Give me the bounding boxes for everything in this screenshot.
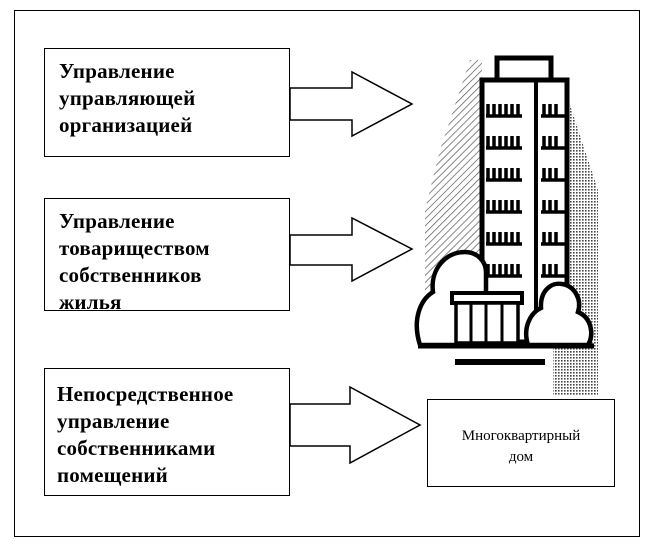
- diagram-frame: [14, 10, 640, 537]
- arrow-3: [289, 385, 422, 465]
- management-form-box-1: Управление управляющей организацией: [44, 48, 290, 157]
- apartment-building-icon: [414, 55, 598, 395]
- arrow-1: [289, 70, 414, 138]
- apartment-building-label-box: Многоквартирный дом: [427, 399, 615, 487]
- management-form-label-1: Управление управляющей организацией: [59, 59, 196, 137]
- arrow-2: [289, 216, 414, 283]
- management-form-box-2: Управление товариществом собственников ж…: [44, 198, 290, 314]
- management-form-label-2: Управление товариществом собственников ж…: [59, 209, 210, 314]
- apartment-building-label: Многоквартирный дом: [461, 428, 581, 465]
- management-form-box-3: Непосредственное управление собственника…: [44, 368, 290, 496]
- management-form-label-3: Непосредственное управление собственника…: [57, 382, 234, 487]
